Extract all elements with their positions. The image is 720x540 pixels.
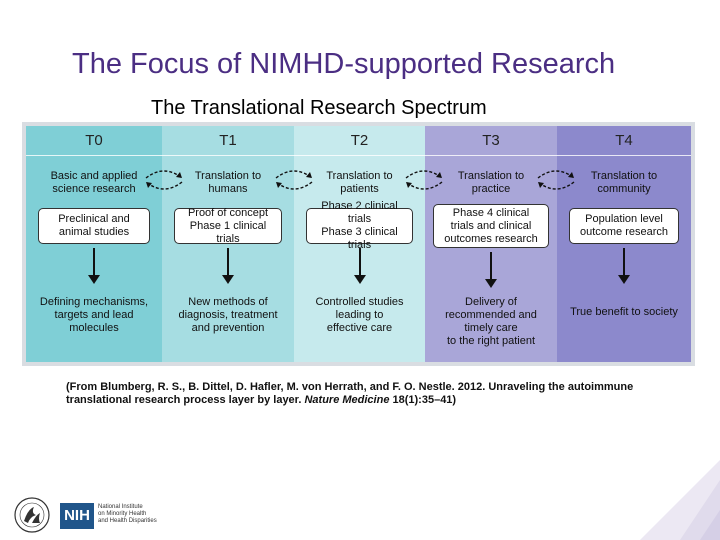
nih-logo: NIH <box>60 503 94 529</box>
stage-line: humans <box>208 183 248 195</box>
activity-box: Proof of concept Phase 1 clinical trials <box>174 206 282 245</box>
stage-line: patients <box>340 183 379 195</box>
outcome-line: Delivery of <box>465 296 517 308</box>
box-line: outcome research <box>579 226 669 238</box>
slide-subtitle: The Translational Research Spectrum <box>151 97 487 119</box>
bidirectional-arrow-icon <box>145 170 183 190</box>
stage-line: Translation to <box>194 170 262 182</box>
activity-box: Preclinical and animal studies <box>38 208 150 244</box>
phase-label: T4 <box>557 126 691 156</box>
outcome-line: New methods of <box>188 296 268 308</box>
outcome-label: True benefit to society <box>557 306 691 319</box>
box-line: Population level <box>585 213 663 225</box>
phase-label: T1 <box>162 126 294 156</box>
stage-label: Translation to patients <box>294 170 425 196</box>
box-line: trials and clinical <box>450 219 532 232</box>
spectrum-column-t4: T4 Translation to community Population l… <box>557 126 691 362</box>
outcome-line: True benefit to society <box>570 306 678 318</box>
slide-title: The Focus of NIMHD-supported Research <box>72 48 616 80</box>
stage-line: Translation to <box>590 170 658 182</box>
stage-label: Basic and applied science research <box>26 170 162 196</box>
outcome-line: timely care <box>464 322 518 334</box>
institute-name: National Institute on Minority Health an… <box>98 504 157 525</box>
outcome-label: Controlled studies leading to effective … <box>294 296 425 335</box>
hhs-seal-icon <box>14 497 50 533</box>
stage-label: Translation to community <box>557 170 691 196</box>
phase-label: T3 <box>425 126 557 156</box>
outcome-line: to the right patient <box>446 335 536 347</box>
box-line: Phase 3 clinical trials <box>321 226 398 251</box>
activity-box: Phase 2 clinical trials Phase 3 clinical… <box>306 200 413 251</box>
stage-line: practice <box>471 183 511 195</box>
column-body: Translation to community Population leve… <box>557 156 691 362</box>
column-body: Basic and applied science research Precl… <box>26 156 162 362</box>
outcome-line: molecules <box>69 322 119 334</box>
outcome-line: Defining mechanisms, <box>39 296 149 308</box>
spectrum-column-t1: T1 Translation to humans Proof of concep… <box>162 126 294 362</box>
outcome-line: recommended and <box>445 309 537 321</box>
spectrum-column-t3: T3 Translation to practice Phase 4 clini… <box>425 126 557 362</box>
stage-line: community <box>597 183 651 195</box>
box-line: outcomes research <box>444 232 538 245</box>
column-body: Translation to patients Phase 2 clinical… <box>294 156 425 362</box>
column-body: Translation to practice Phase 4 clinical… <box>425 156 557 362</box>
spectrum-column-t2: T2 Translation to patients Phase 2 clini… <box>294 126 425 362</box>
stage-line: Translation to <box>457 170 525 182</box>
stage-line: Translation to <box>326 170 393 182</box>
translational-spectrum-figure: T0 Basic and applied science research Pr… <box>22 122 695 366</box>
outcome-label: Defining mechanisms, targets and lead mo… <box>26 296 162 335</box>
box-line: Phase 1 clinical trials <box>189 219 267 245</box>
activity-box: Population level outcome research <box>569 208 679 244</box>
phase-label: T0 <box>26 126 162 156</box>
box-line: Phase 4 clinical <box>452 206 530 219</box>
box-line: Proof of concept <box>187 206 269 219</box>
outcome-line: effective care <box>326 322 393 334</box>
institute-line-1: National Institute <box>98 504 143 510</box>
activity-box: Phase 4 clinical trials and clinical out… <box>433 204 549 248</box>
citation-journal: Nature Medicine <box>304 394 390 406</box>
institute-line-2: on Minority Health <box>98 511 147 517</box>
outcome-label: Delivery of recommended and timely care … <box>425 296 557 348</box>
down-arrow-icon <box>88 248 100 284</box>
bidirectional-arrow-icon <box>405 170 443 190</box>
stage-label: Translation to humans <box>162 170 294 196</box>
down-arrow-icon <box>222 248 234 284</box>
outcome-line: leading to <box>335 309 384 321</box>
box-line: Preclinical and <box>58 213 130 225</box>
stage-label: Translation to practice <box>425 170 557 196</box>
down-arrow-icon <box>618 248 630 284</box>
box-line: Phase 2 clinical trials <box>321 200 398 225</box>
outcome-label: New methods of diagnosis, treatment and … <box>162 296 294 335</box>
down-arrow-icon <box>354 248 366 284</box>
box-line: animal studies <box>58 226 130 238</box>
column-body: Translation to humans Proof of concept P… <box>162 156 294 362</box>
citation-text: (From Blumberg, R. S., B. Dittel, D. Haf… <box>66 381 634 406</box>
down-arrow-icon <box>485 252 497 288</box>
spectrum-column-t0: T0 Basic and applied science research Pr… <box>26 126 162 362</box>
bidirectional-arrow-icon <box>537 170 575 190</box>
outcome-line: and prevention <box>191 322 265 334</box>
stage-line: science research <box>52 183 136 195</box>
stage-line: Basic and applied <box>50 170 138 182</box>
institute-line-3: and Health Disparities <box>98 518 157 524</box>
outcome-line: Controlled studies <box>315 296 404 308</box>
citation-volume: 18(1):35–41) <box>389 394 457 406</box>
phase-label: T2 <box>294 126 425 156</box>
corner-decoration <box>640 460 720 540</box>
bidirectional-arrow-icon <box>275 170 313 190</box>
outcome-line: diagnosis, treatment <box>178 309 278 321</box>
outcome-line: targets and lead <box>54 309 134 321</box>
citation: (From Blumberg, R. S., B. Dittel, D. Haf… <box>66 381 646 407</box>
